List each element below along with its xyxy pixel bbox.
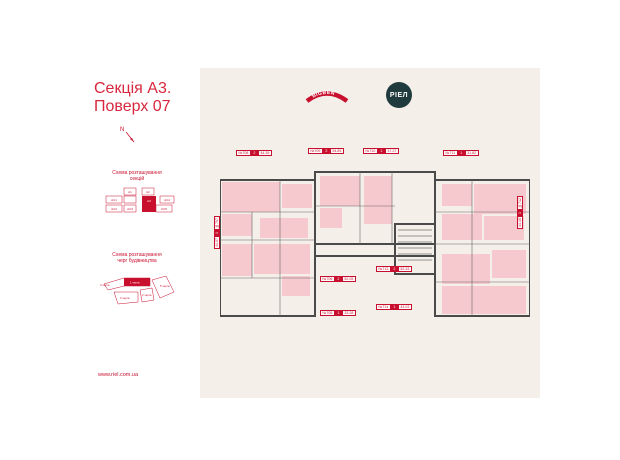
apt-number: №713 — [376, 266, 391, 272]
queues-caption: Схема розташування черг будівництва — [112, 252, 162, 264]
apartment-tag[interactable]: №713 2 52.33 — [376, 266, 412, 272]
apt-area: 33.28 — [341, 310, 356, 316]
section-label: AC3 — [127, 207, 133, 211]
apt-area: 44.07 — [214, 236, 220, 249]
north-arrow-icon: N — [120, 127, 135, 143]
queue-label: 3 черга — [120, 296, 130, 300]
apt-rooms: 1 — [390, 304, 398, 310]
floor-plan — [220, 171, 530, 317]
section-label: A1 — [128, 190, 132, 194]
apartment-tag[interactable]: №705 1 33.28 — [320, 310, 356, 316]
apt-number: №709 — [308, 148, 323, 154]
apt-number: №707 — [214, 216, 220, 230]
apt-area: 44.39 — [257, 150, 272, 156]
apt-number: №706 — [320, 276, 335, 282]
apt-rooms: 1 — [457, 150, 465, 156]
queue-label: 4 черга — [100, 283, 110, 287]
apt-rooms: 1 — [334, 310, 342, 316]
apt-rooms: 2 — [322, 148, 330, 154]
riel-logo: РІЕЛ — [386, 82, 412, 108]
apt-rooms: 2 — [250, 150, 258, 156]
queue-label: 1 черга — [130, 281, 140, 285]
north-label: N — [120, 127, 124, 133]
apartment-tag[interactable]: №707 1 44.07 — [214, 216, 220, 249]
apt-area: 37.27 — [384, 148, 399, 154]
plan-panel: BIGBEN РІЕЛ — [200, 68, 540, 398]
section-label: AC2 — [111, 207, 117, 211]
apt-area: 44.15 — [517, 216, 523, 229]
svg-text:BIGBEN: BIGBEN — [311, 90, 335, 100]
apt-number: №712 — [517, 196, 523, 210]
apt-number: №711 — [443, 150, 458, 156]
section-label: A2 — [146, 190, 150, 194]
apartment-tag[interactable]: №714 1 43.03 — [376, 304, 412, 310]
apt-number: №714 — [376, 304, 391, 310]
apt-number: №710 — [363, 148, 378, 154]
sections-scheme: A1 A2 A3 AC1 AC2 AC3 AC4 AC5 — [105, 187, 175, 213]
apartment-tag[interactable]: №706 2 52.05 — [320, 276, 356, 282]
queues-scheme: 1 черга 2 черга 3 черга 4 черга 5 черга — [100, 275, 175, 305]
apt-area: 31.82 — [464, 150, 479, 156]
bigben-text: BIGBEN — [311, 90, 335, 100]
apt-area: 52.33 — [397, 266, 412, 272]
queue-label: 5 черга — [160, 284, 170, 288]
page-title: Секція А3.Поверх 07 — [94, 80, 171, 116]
apartment-tag[interactable]: №711 1 31.82 — [443, 150, 479, 156]
title-line-1: Секція А3. — [94, 80, 172, 97]
apt-rooms: 2 — [334, 276, 342, 282]
section-label: AC1 — [111, 198, 117, 202]
bigben-logo: BIGBEN — [305, 90, 349, 103]
section-label: A3 — [147, 199, 151, 203]
apartment-tag[interactable]: №710 1 37.27 — [363, 148, 399, 154]
apt-area: 52.05 — [341, 276, 356, 282]
apt-area: 43.03 — [397, 304, 412, 310]
apt-rooms: 2 — [390, 266, 398, 272]
apt-number: №705 — [320, 310, 335, 316]
apartment-tag[interactable]: №709 2 54.89 — [308, 148, 344, 154]
apartment-tag[interactable]: №708 2 44.39 — [236, 150, 272, 156]
title-line-2: Поверх 07 — [94, 98, 171, 115]
apartment-tag[interactable]: №712 1 44.15 — [517, 196, 523, 229]
section-label: AC5 — [161, 207, 167, 211]
website-link[interactable]: www.riel.com.ua — [98, 372, 139, 378]
queue-label: 2 черга — [142, 293, 152, 297]
sections-caption: Схема розташування секцій — [112, 170, 162, 182]
info-panel: Секція А3.Поверх 07 N Схема розташування… — [78, 68, 198, 398]
section-label: AC4 — [164, 198, 170, 202]
apt-number: №708 — [236, 150, 251, 156]
apt-rooms: 1 — [377, 148, 385, 154]
apt-area: 54.89 — [329, 148, 344, 154]
